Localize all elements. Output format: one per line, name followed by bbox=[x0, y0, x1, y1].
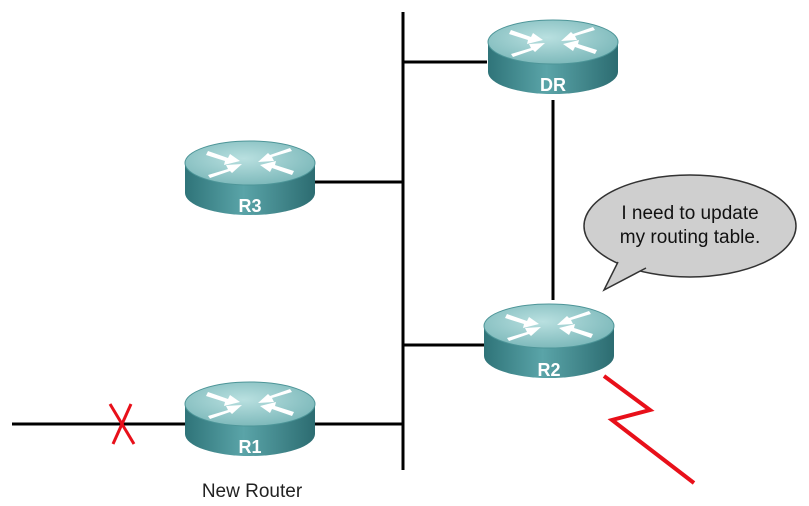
router-label: DR bbox=[540, 75, 566, 95]
router-label: R2 bbox=[537, 360, 560, 380]
router-r2[interactable]: R2 bbox=[483, 303, 615, 380]
x-mark-icon bbox=[108, 403, 136, 445]
lightning-bolt-icon bbox=[602, 374, 696, 485]
bubble-line-2: my routing table. bbox=[620, 227, 760, 248]
router-label: R3 bbox=[238, 196, 261, 216]
bubble-line-1: I need to update bbox=[621, 203, 758, 224]
speech-bubble: I need to update my routing table. bbox=[583, 174, 797, 292]
router-caption: New Router bbox=[202, 481, 303, 502]
router-label: R1 bbox=[238, 437, 261, 457]
router-dr[interactable]: DR bbox=[487, 19, 619, 95]
router-r1[interactable]: R1 bbox=[184, 381, 316, 457]
network-links bbox=[12, 12, 555, 470]
router-r3[interactable]: R3 bbox=[184, 140, 316, 216]
